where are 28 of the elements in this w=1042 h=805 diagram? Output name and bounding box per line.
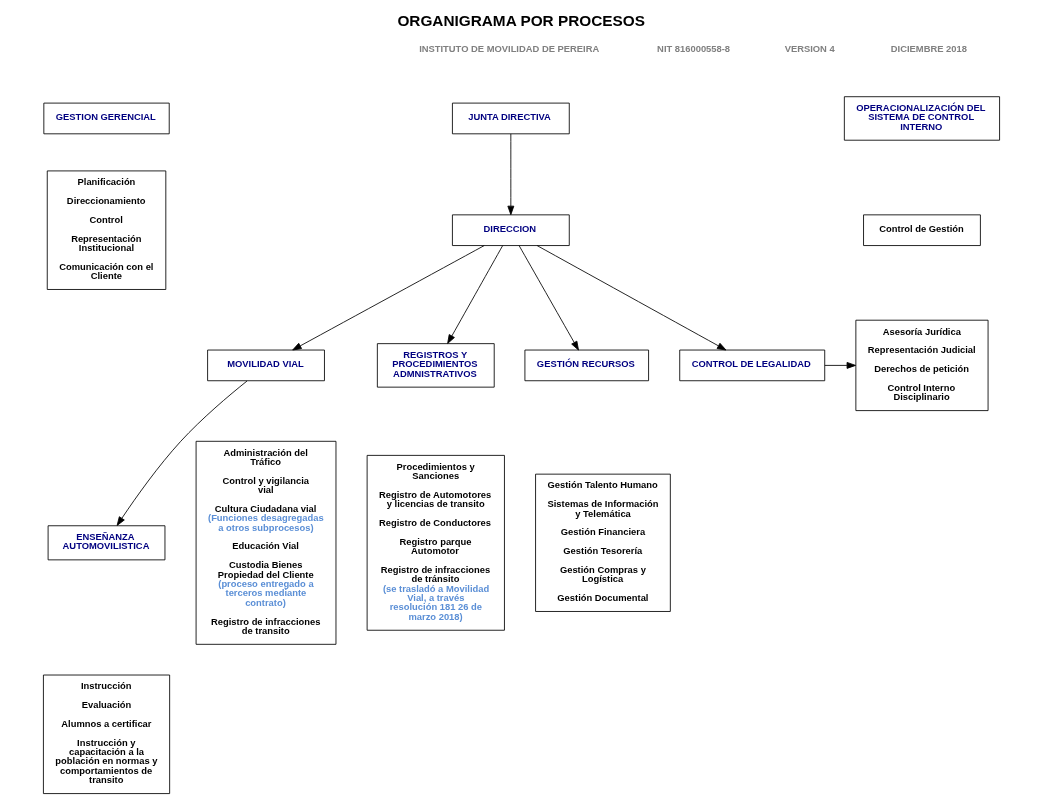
node-box: Administración del Tráfico Control y vigilancia vial Cultura Ciudadana vial (Funciones desagregadas a otros subprocesos) Educación Vial Custodia Bienes Propiedad del Cliente (proceso entregado a terceros mediante contrato) Registro de infracciones de transito [195,440,336,645]
arrow [116,380,247,526]
arrow [536,245,726,351]
label: VERSION 4 [784,44,835,55]
node-box: Planificación Direccionamiento Control Representación Institucional Comunicación con el Cliente [46,170,166,290]
node-box: REGISTROS Y PROCEDIMIENTOS ADMNISTRATIVOS [376,343,495,388]
node-box: JUNTA DIRECTIVA [451,102,570,135]
node-box: GESTIÓN RECURSOS [524,349,649,382]
arrow [506,133,514,216]
node-box: Control de Gestión [862,214,981,246]
node-box: Procedimientos y Sanciones Registro de Automotores y licencias de transito Registro de Conductores Registro parque Automotor Registro de infracciones de tránsito (se trasladó a Movilidad Vial, a través resolución 181 26 de marzo 2018) [366,454,505,631]
label: NIT 816000558-8 [656,44,730,55]
arrow [823,362,856,369]
diagram-title: ORGANIGRAMA POR PROCESOS [396,12,645,30]
node-box: GESTION GERENCIAL [42,102,170,135]
node-box: Gestión Talento Humano Sistemas de Información y Telemática Gestión Financiera Gestión Tesorería Gestión Compras y Logística Gestión Documental [534,473,671,612]
arrow [291,245,485,351]
node-box: OPERACIONALIZACIÓN DEL SISTEMA DE CONTROL INTERNO [843,96,1000,141]
node-box: Asesoría Jurídica Representación Judicial Derechos de petición Control Interno Disciplinario [854,319,988,412]
node-box: ENSEÑANZA AUTOMOVILISTICA [47,525,165,561]
node-box: Instrucción Evaluación Alumnos a certificar Instrucción y capacitación a la población en normas y comportamientos de transito [42,674,170,794]
label: DICIEMBRE 2018 [890,44,967,55]
node-box: CONTROL DE LEGALIDAD [678,349,825,382]
node-box: DIRECCION [451,214,570,246]
arrow [446,245,503,344]
label: INSTITUTO DE MOVILIDAD DE PEREIRA [418,44,599,55]
node-box: MOVILIDAD VIAL [206,349,325,382]
arrow [518,245,579,351]
